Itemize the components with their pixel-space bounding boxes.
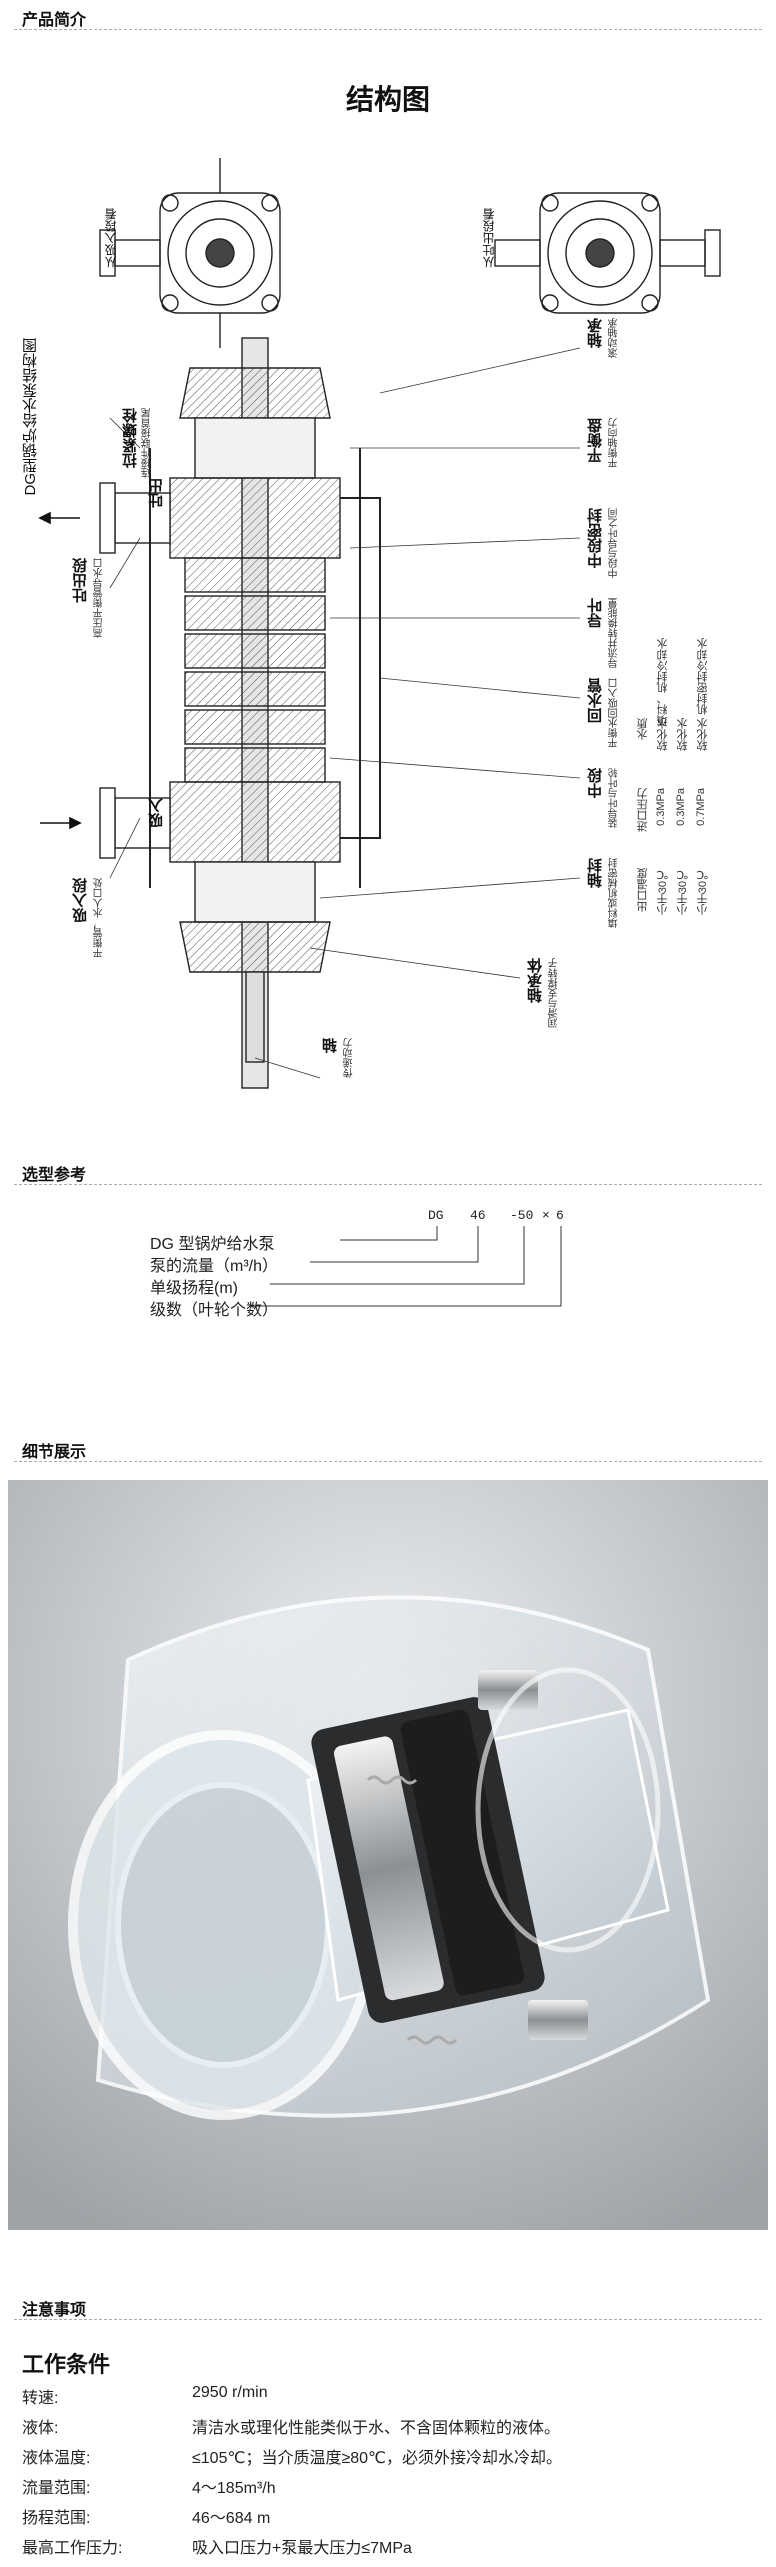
flow-arrows — [38, 511, 82, 830]
label-middle-seal: 中段密封 — [587, 508, 604, 568]
table-header-inlet-pressure: 进口压力 — [637, 788, 649, 832]
section-header-detail: 细节展示 — [0, 1432, 776, 1462]
pump-body — [99, 337, 381, 1089]
model-line-head: 单级扬程(m) — [150, 1280, 238, 1297]
model-line-type: DG 型锅炉给水泵 — [150, 1236, 275, 1253]
model-code-flow: 46 — [470, 1208, 486, 1223]
condition-key: 液体温度: — [22, 2450, 91, 2467]
condition-value: 吸入口压力+泵最大压力≤7MPa — [192, 2540, 412, 2557]
mechanical-seal-photo — [8, 1480, 768, 2230]
condition-value: 46～684 m — [192, 2510, 271, 2527]
condition-key: 最高工作压力: — [22, 2540, 123, 2557]
model-line-flow: 泵的流量（m³/h） — [150, 1258, 279, 1275]
condition-key: 液体: — [22, 2420, 59, 2437]
condition-row: 液体温度: ≤105℃；当介质温度≥80℃，必须外接冷却水冷却。 — [22, 2444, 762, 2470]
label-shaft-seal: 轴封 — [587, 858, 604, 888]
condition-value: ≤105℃；当介质温度≥80℃，必须外接冷却水冷却。 — [192, 2450, 562, 2467]
pump-structure-diagram: DG型锅炉给水泵结构图 拉紧螺栓 连接件联接首尾 吐出 吐出段 高压平衡管导水口… — [20, 118, 756, 1133]
table-cell: 小于30℃ — [677, 868, 689, 916]
table-cell: 机封密封冷却水 — [697, 638, 709, 715]
label-suction: 吸入 — [148, 798, 165, 828]
table-cell: 小于30℃ — [697, 868, 709, 916]
note-discharge-stage: 高压平衡管导水口 — [94, 558, 105, 638]
section-divider — [14, 2319, 762, 2320]
label-discharge: 吐出 — [148, 478, 165, 508]
note-shaft: 传递动力 — [344, 1038, 355, 1078]
section-divider — [14, 1461, 762, 1462]
condition-value: 4～185m³/h — [192, 2480, 276, 2497]
table-cell: 小于30℃ — [657, 868, 669, 916]
table-cell: 填料、机封冷却水 — [657, 638, 669, 726]
section-header-notes: 注意事项 — [0, 2290, 776, 2320]
model-code-times: × — [542, 1208, 550, 1223]
note-bearing: 滚动轴承 — [609, 318, 620, 358]
label-middle-stage: 中段 — [587, 768, 604, 798]
note-return-pipe: 平衡水回吸入口 — [609, 678, 620, 748]
condition-key: 扬程范围: — [22, 2510, 91, 2527]
condition-row: 流量范围: 4～185m³/h — [22, 2474, 762, 2500]
pump-cross-section — [38, 158, 721, 1089]
model-code-head: -50 — [510, 1208, 534, 1223]
section-header-intro: 产品简介 — [0, 0, 776, 30]
table-header-outlet-temp: 出口温度 — [637, 868, 649, 912]
note-tie-bolt: 连接件联接首尾 — [142, 408, 153, 478]
condition-row: 最高工作压力: 吸入口压力+泵最大压力≤7MPa — [22, 2534, 762, 2560]
label-balance-disc: 平衡盘 — [587, 418, 604, 463]
leader-lines — [109, 347, 581, 1079]
condition-value: 清洁水或理化性能类似于水、不含固体颗粒的液体。 — [192, 2420, 561, 2437]
impeller-stages — [184, 557, 326, 783]
diagram-caption: DG型锅炉给水泵结构图 — [22, 338, 39, 496]
table-cell: 软化水 — [677, 718, 689, 751]
model-line-stages: 级数（叶轮个数） — [150, 1302, 279, 1319]
table-cell: 0.3MPa — [655, 788, 667, 826]
label-from-discharge: 从吐出段看 — [482, 208, 496, 268]
note-middle-seal: 中段与导叶之间 — [609, 508, 620, 578]
label-discharge-stage: 吐出段 — [72, 558, 89, 603]
section-title: 注意事项 — [22, 2302, 87, 2319]
note-shaft-seal: 填料或机械密封 — [609, 858, 620, 928]
condition-row: 转速: 2950 r/min — [22, 2384, 762, 2410]
label-from-suction: 从吸入段看 — [104, 208, 118, 268]
section-divider — [14, 29, 762, 30]
model-code-diagram: DG 46 -50 × 6 DG 型锅炉给水泵 泵的流量（m³/h） 单级扬程(… — [0, 1200, 776, 1380]
model-code-stages: 6 — [556, 1208, 564, 1223]
section-header-selection: 选型参考 — [0, 1155, 776, 1185]
note-balance-disc: 平衡轴向力 — [609, 418, 620, 468]
label-tie-bolt: 拉紧螺栓 — [122, 408, 139, 468]
label-shaft: 轴 — [322, 1038, 339, 1053]
section-title: 细节展示 — [22, 1444, 87, 1461]
label-suction-stage: 吸入段 — [72, 878, 89, 923]
section-title: 产品简介 — [22, 12, 87, 29]
label-bearing-body: 轴承体 — [527, 958, 544, 1003]
condition-row: 扬程范围: 46～684 m — [22, 2504, 762, 2530]
end-view-discharge — [494, 192, 721, 314]
note-bearing-body: 润滑与支撑转子 — [549, 958, 560, 1028]
table-cell: 0.7MPa — [695, 788, 707, 826]
coolant-table: 水质 进口压力 出口温度 填料、机封冷却水 软化水 0.3MPa 小于30℃ 软… — [635, 638, 755, 1018]
table-cell: 0.3MPa — [675, 788, 687, 826]
note-middle-stage: 装导叶与叶轮 — [609, 768, 620, 828]
label-bearing: 轴承 — [587, 318, 604, 348]
condition-value: 2950 r/min — [192, 2384, 268, 2401]
table-cell: 软化水 — [697, 718, 709, 751]
section-divider — [14, 1184, 762, 1185]
label-guide-vane: 导叶 — [587, 598, 604, 628]
model-code-prefix: DG — [428, 1208, 444, 1223]
condition-key: 流量范围: — [22, 2480, 91, 2497]
note-suction-stage: 平衡管，水人口处 — [94, 878, 105, 958]
condition-row: 液体: 清洁水或理化性能类似于水、不含固体颗粒的液体。 — [22, 2414, 762, 2440]
structure-title: 结构图 — [345, 84, 430, 115]
condition-key: 转速: — [22, 2390, 59, 2407]
seal-illustration — [8, 1480, 768, 2230]
label-return-pipe: 回水管 — [587, 678, 604, 723]
conditions-title: 工作条件 — [22, 2352, 111, 2377]
end-view-suction — [99, 158, 281, 348]
table-header-water: 水质 — [637, 718, 649, 740]
table-cell: 软化水 — [657, 718, 669, 751]
model-leader-lines — [250, 1226, 562, 1307]
section-title: 选型参考 — [22, 1167, 87, 1184]
note-guide-vane: 导流并转换能量 — [609, 598, 620, 668]
